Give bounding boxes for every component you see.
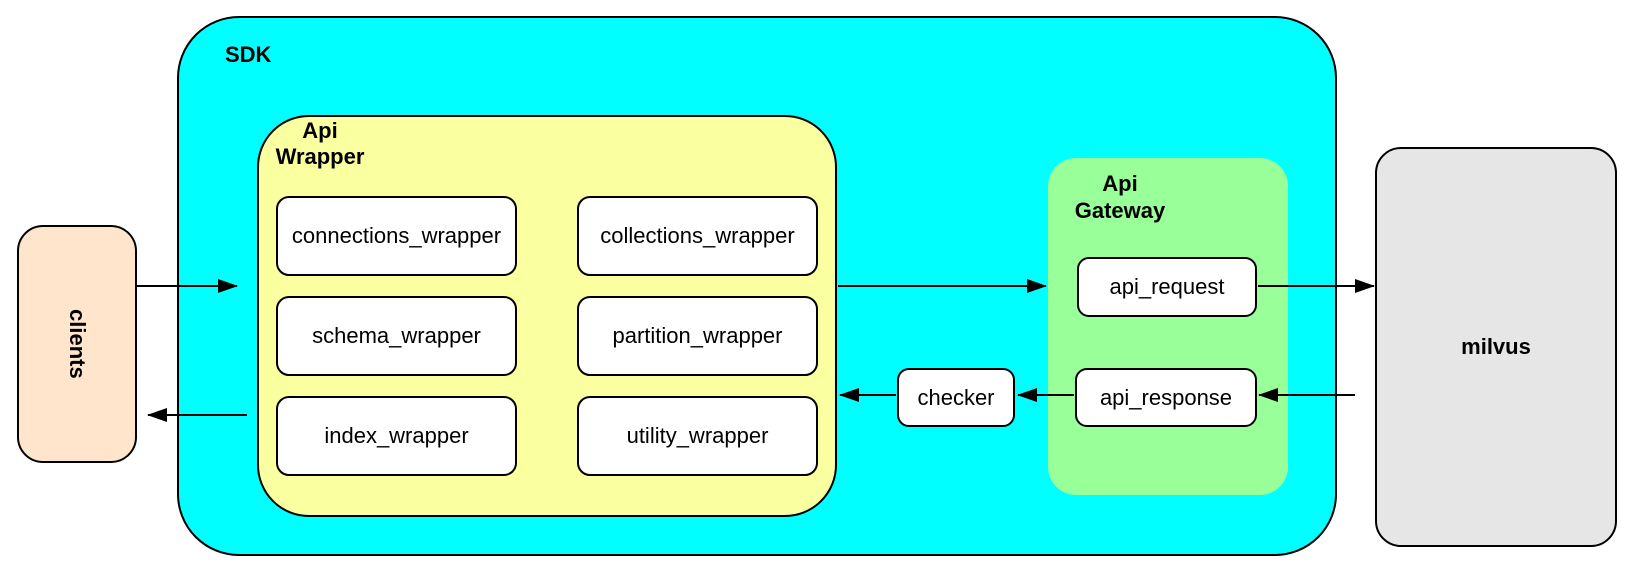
module-collections-wrapper: collections_wrapper: [577, 196, 818, 276]
node-checker: checker: [897, 368, 1015, 427]
api-wrapper-label-line2: Wrapper: [275, 144, 365, 169]
module-connections-wrapper: connections_wrapper: [276, 196, 517, 276]
node-api-request: api_request: [1077, 257, 1257, 317]
api-gateway-label-line1: Api: [1102, 171, 1138, 196]
sdk-label: SDK: [225, 42, 272, 67]
module-schema-wrapper: schema_wrapper: [276, 296, 517, 376]
clients-node: clients: [17, 225, 137, 463]
api-gateway-container: [1048, 158, 1288, 495]
milvus-node: milvus: [1375, 147, 1617, 547]
api-wrapper-label-line1: Api: [302, 118, 338, 143]
api-wrapper-label: Api Wrapper: [266, 118, 374, 170]
module-utility-wrapper: utility_wrapper: [577, 396, 818, 476]
api-gateway-label: Api Gateway: [1068, 170, 1172, 224]
module-partition-wrapper: partition_wrapper: [577, 296, 818, 376]
module-index-wrapper: index_wrapper: [276, 396, 517, 476]
api-gateway-label-line2: Gateway: [1074, 198, 1166, 223]
clients-label: clients: [65, 309, 90, 379]
node-api-response: api_response: [1075, 368, 1257, 427]
